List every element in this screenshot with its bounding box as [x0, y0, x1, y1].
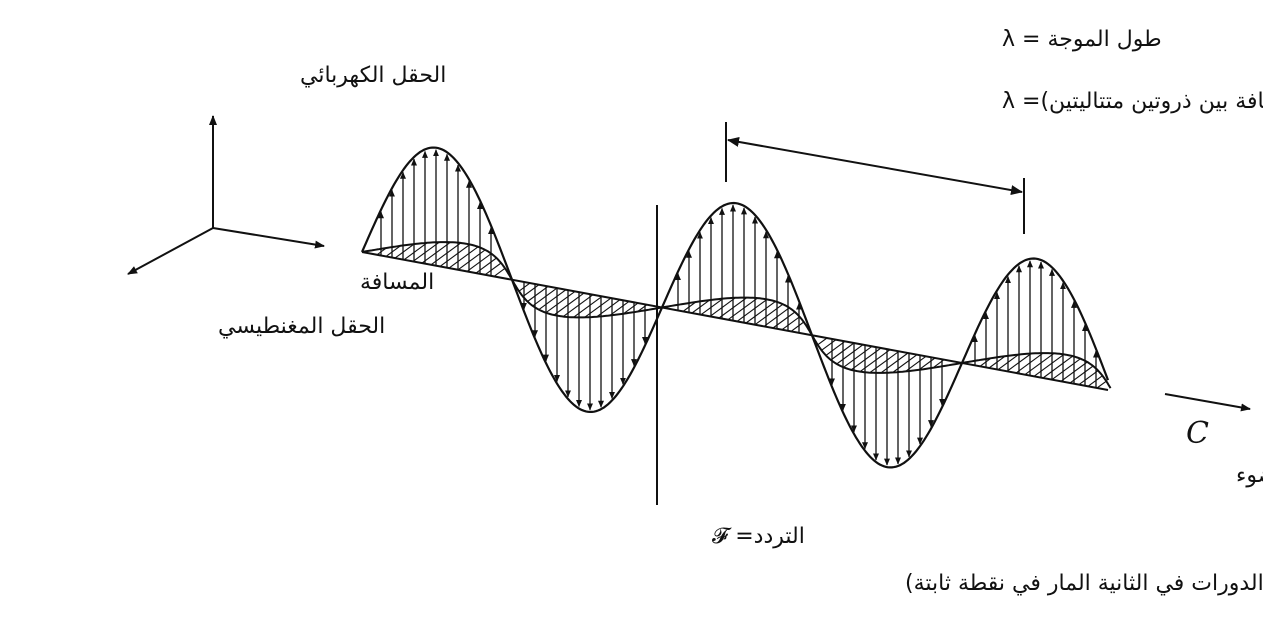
magnetic-vector-22: [573, 295, 603, 318]
magnetic-vector-7: [439, 244, 471, 267]
magnetic-vector-40: [790, 321, 805, 332]
magnetic-vector-1: [385, 245, 401, 257]
magnetic-vector-26: [623, 302, 639, 315]
magnetic-vector-53: [918, 357, 936, 371]
magnetic-vector-67: [1087, 375, 1103, 387]
magnetic-vector-15: [522, 284, 540, 297]
magnetic-vector-8: [448, 246, 479, 269]
magnetic-vector-16: [527, 285, 549, 302]
frequency-definition: (عدد الدورات في الثانية المار في نقطة ثا…: [905, 571, 1263, 596]
wavelength-definition: (المسافة بين ذروتين متتاليتين)= λ: [1002, 89, 1263, 114]
magnetic-vector-19: [545, 290, 576, 314]
magnetic-vector-13: [493, 267, 506, 277]
magnetic-vector-9: [457, 249, 486, 271]
magnetic-vector-18: [538, 289, 567, 311]
magnetic-vector-30: [700, 298, 724, 316]
magnetic-vector-66: [1078, 370, 1099, 386]
magnetic-vector-12: [484, 262, 502, 276]
magnetic-vector-3: [403, 242, 428, 261]
magnetic-vector-2: [394, 243, 415, 259]
wavelength-dimension: [725, 122, 1025, 234]
wavelength-label: طول الموجة = λ: [1002, 27, 1162, 52]
magnetic-vector-46: [843, 345, 873, 368]
propagation-axis: [361, 251, 1109, 391]
magnetic-vector-38: [772, 311, 796, 329]
magnetic-vector-49: [869, 350, 900, 374]
magnetic-vector-35: [745, 300, 776, 324]
magnetic-vector-51: [892, 354, 918, 373]
magnetic-vector-36: [754, 303, 784, 326]
distance-label: المسافة: [360, 270, 434, 295]
magnetic-vector-10: [466, 253, 492, 272]
magnetic-vector-34: [736, 298, 768, 322]
magnetic-vector-68: [1096, 380, 1107, 389]
speed-arrow: [1164, 393, 1251, 412]
magnetic-field-wave: [361, 241, 1112, 389]
magnetic-vector-45: [836, 344, 864, 365]
magnetic-wave-curve: [361, 241, 1112, 389]
speed-label: سرعة الضوء: [1236, 463, 1263, 488]
magnetic-field-label: الحقل المغنطيسي: [218, 314, 385, 339]
magnetic-vector-39: [781, 316, 800, 331]
magnetic-vector-41: [817, 337, 828, 346]
magnetic-vector-63: [1051, 358, 1081, 381]
magnetic-vector-11: [475, 257, 497, 274]
electric-field-wave: [360, 146, 1110, 469]
frequency-label: التردد= 𝓕: [712, 524, 805, 549]
magnetic-vector-29: [691, 299, 710, 314]
magnetic-vector-23: [584, 297, 612, 318]
electric-wave-curve: [360, 146, 1110, 469]
speed-symbol: C: [1186, 416, 1209, 451]
magnetic-vector-25: [609, 300, 630, 316]
magnetic-vector-50: [880, 352, 909, 374]
magnetic-vector-17: [532, 287, 558, 307]
magnetic-vector-62: [1042, 355, 1074, 379]
magnetic-field-axis: [127, 227, 214, 275]
wavelength-arrow: [727, 136, 1023, 196]
electric-field-label: الحقل الكهربائي: [300, 63, 446, 88]
magnetic-vector-42: [821, 339, 837, 351]
magnetic-vector-61: [1033, 353, 1065, 377]
magnetic-vector-4: [412, 241, 440, 262]
magnetic-vector-43: [825, 340, 846, 356]
axes: [127, 115, 325, 275]
distance-axis: [212, 227, 325, 249]
